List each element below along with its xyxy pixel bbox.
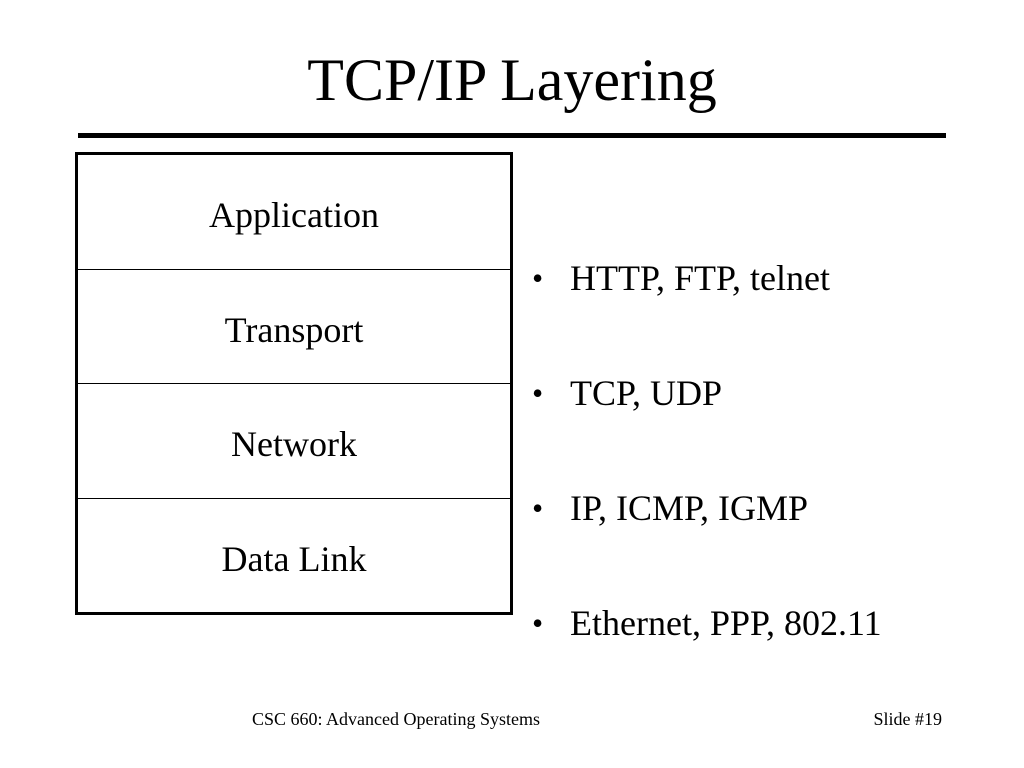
bullet-icon: • [532, 260, 544, 296]
bullet-icon: • [532, 605, 544, 641]
slide-title: TCP/IP Layering [307, 47, 717, 113]
layer-network: Network [78, 384, 510, 499]
layer-label: Transport [224, 309, 364, 350]
protocol-text: IP, ICMP, IGMP [570, 488, 809, 528]
layer-label: Network [231, 424, 357, 464]
layer-application: Application [78, 155, 510, 270]
bullet-icon: • [532, 375, 544, 411]
bullet-icon: • [532, 490, 544, 526]
footer-slide-number: Slide #19 [873, 709, 942, 729]
protocol-item-network: • IP, ICMP, IGMP [532, 486, 808, 530]
layer-label: Data Link [221, 538, 367, 579]
layer-label: Application [209, 195, 379, 235]
protocol-text: Ethernet, PPP, 802.11 [570, 603, 882, 643]
footer-course: CSC 660: Advanced Operating Systems [252, 709, 540, 729]
layer-data-link: Data Link [78, 499, 510, 613]
protocol-item-transport: • TCP, UDP [532, 371, 722, 415]
title-divider [78, 133, 946, 138]
protocol-text: HTTP, FTP, telnet [570, 258, 831, 298]
protocol-text: TCP, UDP [570, 373, 723, 413]
protocol-item-application: • HTTP, FTP, telnet [532, 256, 830, 300]
protocol-item-data-link: • Ethernet, PPP, 802.11 [532, 601, 882, 645]
layer-stack: Application Transport Network Data Link [75, 152, 513, 615]
layer-transport: Transport [78, 270, 510, 384]
